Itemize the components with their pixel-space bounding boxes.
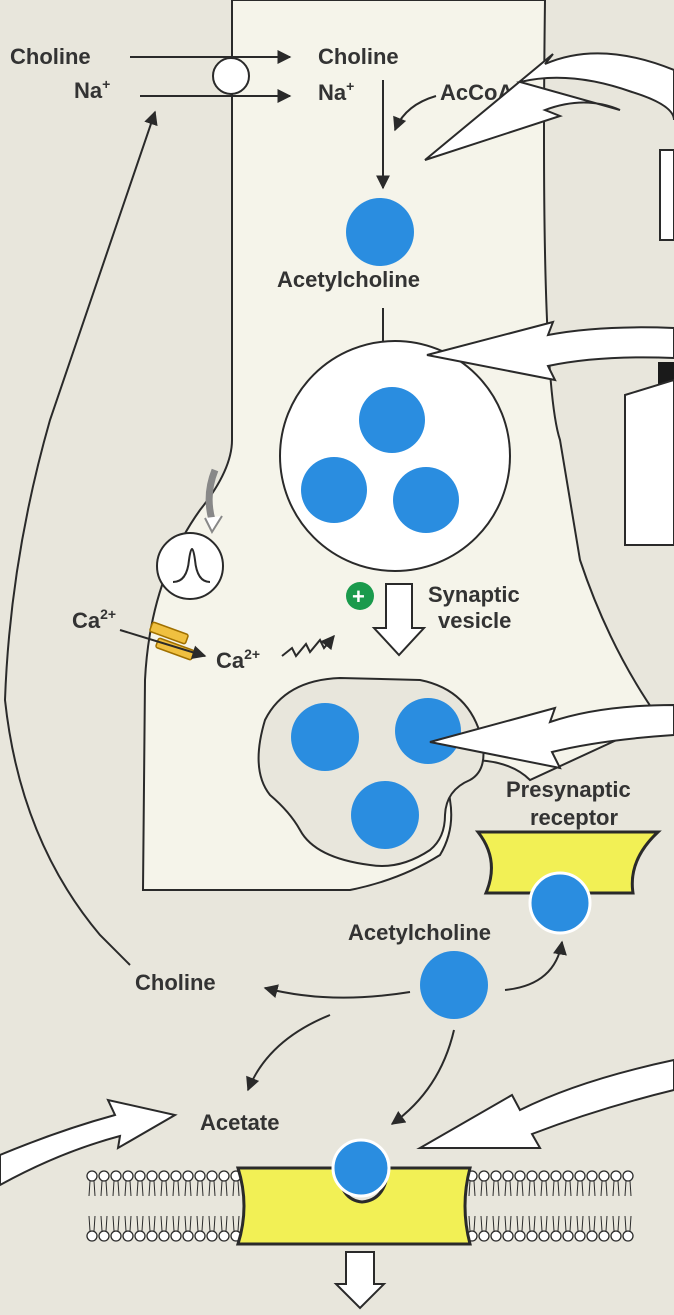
lipid-head [147,1171,157,1181]
lipid-head [491,1171,501,1181]
lipid-head [551,1231,561,1241]
lipid-head [599,1231,609,1241]
cropped-panel [625,380,674,545]
synaptic-label: Synaptic [428,582,520,607]
cleft-acetylcholine [420,951,488,1019]
lipid-head [539,1171,549,1181]
lipid-head [539,1231,549,1241]
acetylcholine-molecule [346,198,414,266]
lipid-head [563,1231,573,1241]
vesicle-label: vesicle [438,608,511,633]
lipid-head [623,1171,633,1181]
lipid-head [195,1231,205,1241]
lipid-head [219,1171,229,1181]
released-acetylcholine [395,698,461,764]
lipid-head [159,1231,169,1241]
lipid-head [599,1171,609,1181]
acetate-label: Acetate [200,1110,279,1135]
presynaptic-label: Presynaptic [506,777,631,802]
lipid-head [575,1231,585,1241]
synaptic-vesicle [280,341,510,571]
acetylcholine-cleft-label: Acetylcholine [348,920,491,945]
lipid-head [611,1171,621,1181]
lipid-head [491,1231,501,1241]
lipid-head [207,1231,217,1241]
lipid-head [183,1171,193,1181]
vesicle-acetylcholine [393,467,459,533]
receptor-bound-acetylcholine [530,873,590,933]
lipid-head [575,1171,585,1181]
lipid-head [171,1171,181,1181]
lipid-head [135,1171,145,1181]
lipid-head [623,1231,633,1241]
lipid-head [99,1231,109,1241]
vesicle-acetylcholine [359,387,425,453]
lipid-head [159,1171,169,1181]
lipid-head [195,1171,205,1181]
lipid-head [87,1171,97,1181]
lipid-head [123,1231,133,1241]
lipid-head [515,1171,525,1181]
choline-transporter [213,58,249,94]
lipid-head [563,1171,573,1181]
lipid-head [123,1171,133,1181]
lipid-head [99,1171,109,1181]
lipid-head [527,1231,537,1241]
lipid-head [515,1231,525,1241]
released-acetylcholine [291,703,359,771]
lipid-head [183,1231,193,1241]
receptor-label: receptor [530,805,618,830]
plus-symbol: + [352,584,365,609]
acetylcholine-label: Acetylcholine [277,267,420,292]
lipid-head [147,1231,157,1241]
choline-inside-label: Choline [318,44,399,69]
lipid-head [111,1231,121,1241]
lipid-head [503,1231,513,1241]
action-potential-icon [157,533,223,599]
lipid-head [207,1171,217,1181]
choline-cleft-label: Choline [135,970,216,995]
lipid-head [135,1231,145,1241]
choline-outside-label: Choline [10,44,91,69]
lipid-head [87,1231,97,1241]
lipid-head [111,1171,121,1181]
lipid-head [587,1171,597,1181]
released-acetylcholine [351,781,419,849]
lipid-head [527,1171,537,1181]
lipid-head [551,1171,561,1181]
cropped-panel [660,150,674,240]
lipid-head [219,1231,229,1241]
lipid-head [611,1231,621,1241]
vesicle-acetylcholine [301,457,367,523]
lipid-head [171,1231,181,1241]
lipid-head [587,1231,597,1241]
lipid-head [479,1231,489,1241]
receptor-bound-acetylcholine [333,1140,389,1196]
lipid-head [479,1171,489,1181]
lipid-head [503,1171,513,1181]
